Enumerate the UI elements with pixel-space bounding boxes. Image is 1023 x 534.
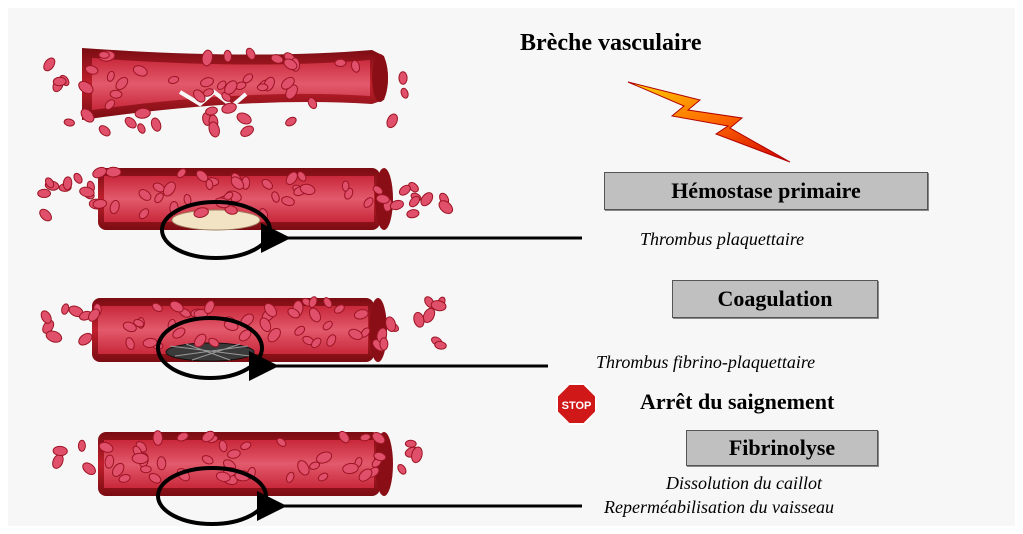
result-thrombus-fibrino-plaquettaire: Thrombus fibrino-plaquettaire (596, 352, 815, 373)
step-label-fibrinolyse: Fibrinolyse (686, 430, 878, 466)
result-thrombus-plaquettaire: Thrombus plaquettaire (640, 229, 804, 250)
result-dissolution-caillot: Dissolution du caillot (666, 473, 822, 494)
stop-sign-icon: STOP (557, 384, 596, 424)
step-label-hemostase-primaire: Hémostase primaire (604, 172, 928, 210)
title-breche-vasculaire: Brèche vasculaire (520, 30, 702, 57)
red-blood-cell (380, 338, 388, 350)
red-blood-cell (53, 77, 66, 86)
red-blood-cell (140, 466, 151, 473)
red-blood-cell (405, 440, 416, 447)
arret-du-saignement-label: Arrêt du saignement (640, 389, 834, 415)
red-blood-cell (335, 59, 346, 66)
red-blood-cell (106, 167, 121, 177)
red-blood-cell (99, 51, 110, 58)
red-blood-cell (132, 453, 148, 464)
red-blood-cell (157, 456, 166, 470)
red-blood-cell (38, 189, 51, 197)
red-blood-cell (342, 181, 349, 191)
red-blood-cell (399, 72, 407, 85)
stop-sign-text: STOP (562, 400, 592, 412)
step-label-coagulation: Coagulation (672, 280, 878, 318)
red-blood-cell (257, 84, 268, 91)
red-blood-cell (224, 50, 232, 62)
red-blood-cell (53, 446, 68, 456)
result-repermeabilisation: Reperméabilisation du vaisseau (604, 497, 834, 518)
red-blood-cell (110, 90, 122, 98)
red-blood-cell (153, 431, 163, 446)
red-blood-cell (78, 440, 85, 451)
